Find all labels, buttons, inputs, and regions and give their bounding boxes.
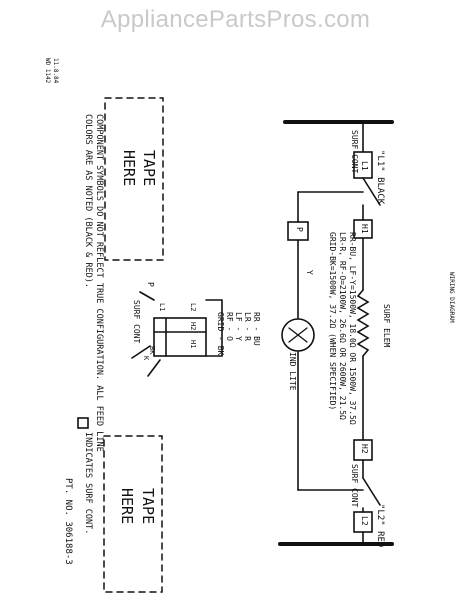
l1-switch-contact <box>362 177 381 206</box>
surf-cont-label-1: SURF CONT <box>350 130 359 174</box>
legend-bk-label: BK <box>148 346 156 355</box>
legend-code-1: RR - BU <box>252 312 261 346</box>
note-line-2: COLORS ARE AS NOTED (BLACK & RED). <box>83 114 93 288</box>
ind-lite-filament <box>288 327 308 343</box>
surf-cont-legend-square <box>77 417 89 429</box>
l2-terminal-box <box>353 511 373 533</box>
ind-lite-label: IND LITE <box>288 352 297 391</box>
p-terminal-box <box>287 221 309 241</box>
diagram-title: WIRING DIAGRAM <box>448 272 455 323</box>
note-line-2b: INDICATES SURF CONT. <box>83 432 93 534</box>
legend-code-4: RF - O <box>225 312 234 341</box>
tape-right-line-2: HERE <box>118 488 136 524</box>
rating-line-1: RR-BU, LF-Y=1500W, 18.0Ω OR 1500W, 37.5Ω <box>348 232 357 425</box>
h1-label: H1 <box>360 224 369 234</box>
l1-label: L1 <box>360 161 369 171</box>
legend-terminal-h1: H1 <box>189 340 197 348</box>
legend-switch-box <box>153 317 207 357</box>
legend-k-lead <box>147 359 161 377</box>
legend-k-label: K <box>142 356 150 361</box>
legend-bracket <box>205 299 223 357</box>
note-line-1: COMPONENT SYMBOLS DO NOT REFLECT TRUE CO… <box>94 114 104 452</box>
date-label: 11.8.84 <box>52 58 59 84</box>
legend-terminal-l2: L2 <box>189 303 197 311</box>
rating-line-3: GRID-BK=1500W, 37.2Ω (WHEN SPECIFIED) <box>328 232 337 410</box>
rating-line-2: LR-R, RF-O=2100W, 26.6Ω OR 2600W, 21.5Ω <box>338 232 347 420</box>
surf-elem-label: SURF ELEM <box>382 304 391 348</box>
tape-here-box-right <box>103 435 163 593</box>
part-number: PT. NO. 306188-3 <box>63 478 73 565</box>
p-label: P <box>295 227 304 232</box>
legend-p-label: P <box>146 282 155 287</box>
legend-terminal-l1: L1 <box>158 303 166 311</box>
l2-switch-contact <box>362 477 381 506</box>
tape-right-line-1: TAPE <box>139 488 157 524</box>
l1-terminal-box <box>353 151 373 179</box>
surf-elem-resistor <box>356 289 370 357</box>
tape-left-line-1: TAPE <box>140 150 158 186</box>
legend-bk-lead <box>131 345 151 359</box>
tape-left-line-2: HERE <box>120 150 138 186</box>
h1-terminal-box <box>353 219 373 239</box>
h2-terminal-box <box>353 439 373 461</box>
l2-red-label: "L2" RED <box>375 504 385 547</box>
legend-code-3: LF - Y <box>234 312 243 341</box>
y-label: Y <box>305 270 314 275</box>
l2-label: L2 <box>360 516 369 526</box>
h2-label: H2 <box>360 444 369 454</box>
l1-black-label: "L1" BLACK <box>375 150 385 205</box>
wd-label: WD 1142 <box>44 58 51 84</box>
surf-cont-label-2: SURF CONT <box>350 464 359 508</box>
watermark: AppliancePartsPros.com <box>100 6 371 33</box>
legend-code-5: GRID - BK <box>216 312 225 356</box>
legend-surf-cont-label: SURF CONT <box>132 300 141 344</box>
legend-terminal-h2: H2 <box>189 322 197 330</box>
ind-lite-lamp <box>281 318 315 352</box>
legend-code-2: LR - R <box>243 312 252 341</box>
legend-p-lead <box>139 291 155 301</box>
